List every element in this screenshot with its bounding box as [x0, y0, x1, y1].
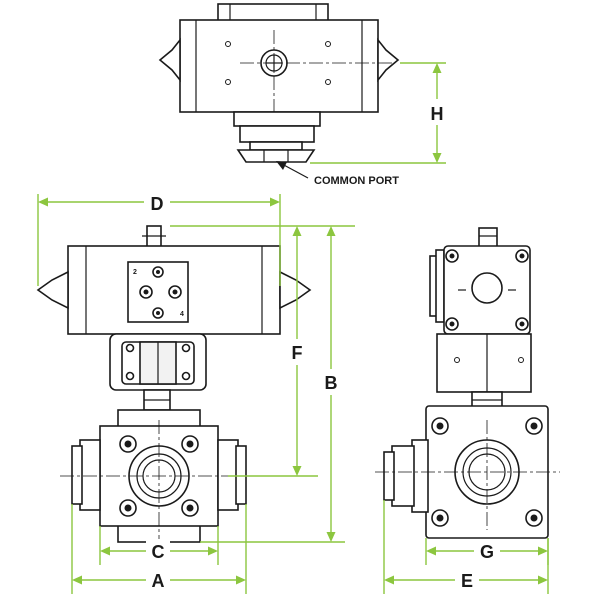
top-view: [158, 3, 400, 163]
common-port-callout: COMMON PORT: [276, 161, 399, 187]
dimension-b: B: [200, 226, 345, 543]
side-view: [375, 227, 560, 539]
dim-h-label: H: [431, 104, 444, 124]
dimension-a: A: [71, 504, 247, 594]
dim-e-label: E: [461, 571, 473, 591]
dim-f-label: F: [292, 343, 303, 363]
dimension-e: E: [383, 500, 549, 594]
top-view-left-end-cap: [158, 37, 181, 83]
dimension-h: H: [310, 62, 449, 164]
plate-mark-4: 4: [180, 311, 184, 318]
dimension-f: F: [170, 225, 355, 477]
dimension-d: D: [37, 190, 281, 286]
dimension-c: C: [99, 526, 219, 565]
dim-g-label: G: [480, 542, 494, 562]
common-port-label: COMMON PORT: [314, 175, 399, 187]
top-view-lower-bracket: [233, 111, 321, 127]
top-view-common-port-flange: [236, 149, 316, 163]
plate-mark-2: 2: [133, 269, 137, 276]
side-view-bracket: [436, 333, 532, 393]
side-view-stem: [478, 227, 498, 249]
dim-d-label: D: [151, 194, 164, 214]
top-view-right-end-cap: [377, 37, 400, 83]
front-view-right-end-cap: [279, 270, 312, 310]
dim-c-label: C: [152, 542, 165, 562]
front-view-right-port: [217, 439, 239, 511]
dim-b-label: B: [325, 373, 338, 393]
dimension-g: G: [425, 538, 549, 565]
front-view-left-end-cap: [36, 270, 69, 310]
dim-a-label: A: [152, 571, 165, 591]
front-view-left-port: [79, 439, 101, 511]
front-view: 2 4: [36, 225, 318, 543]
front-view-stem: [146, 225, 162, 249]
